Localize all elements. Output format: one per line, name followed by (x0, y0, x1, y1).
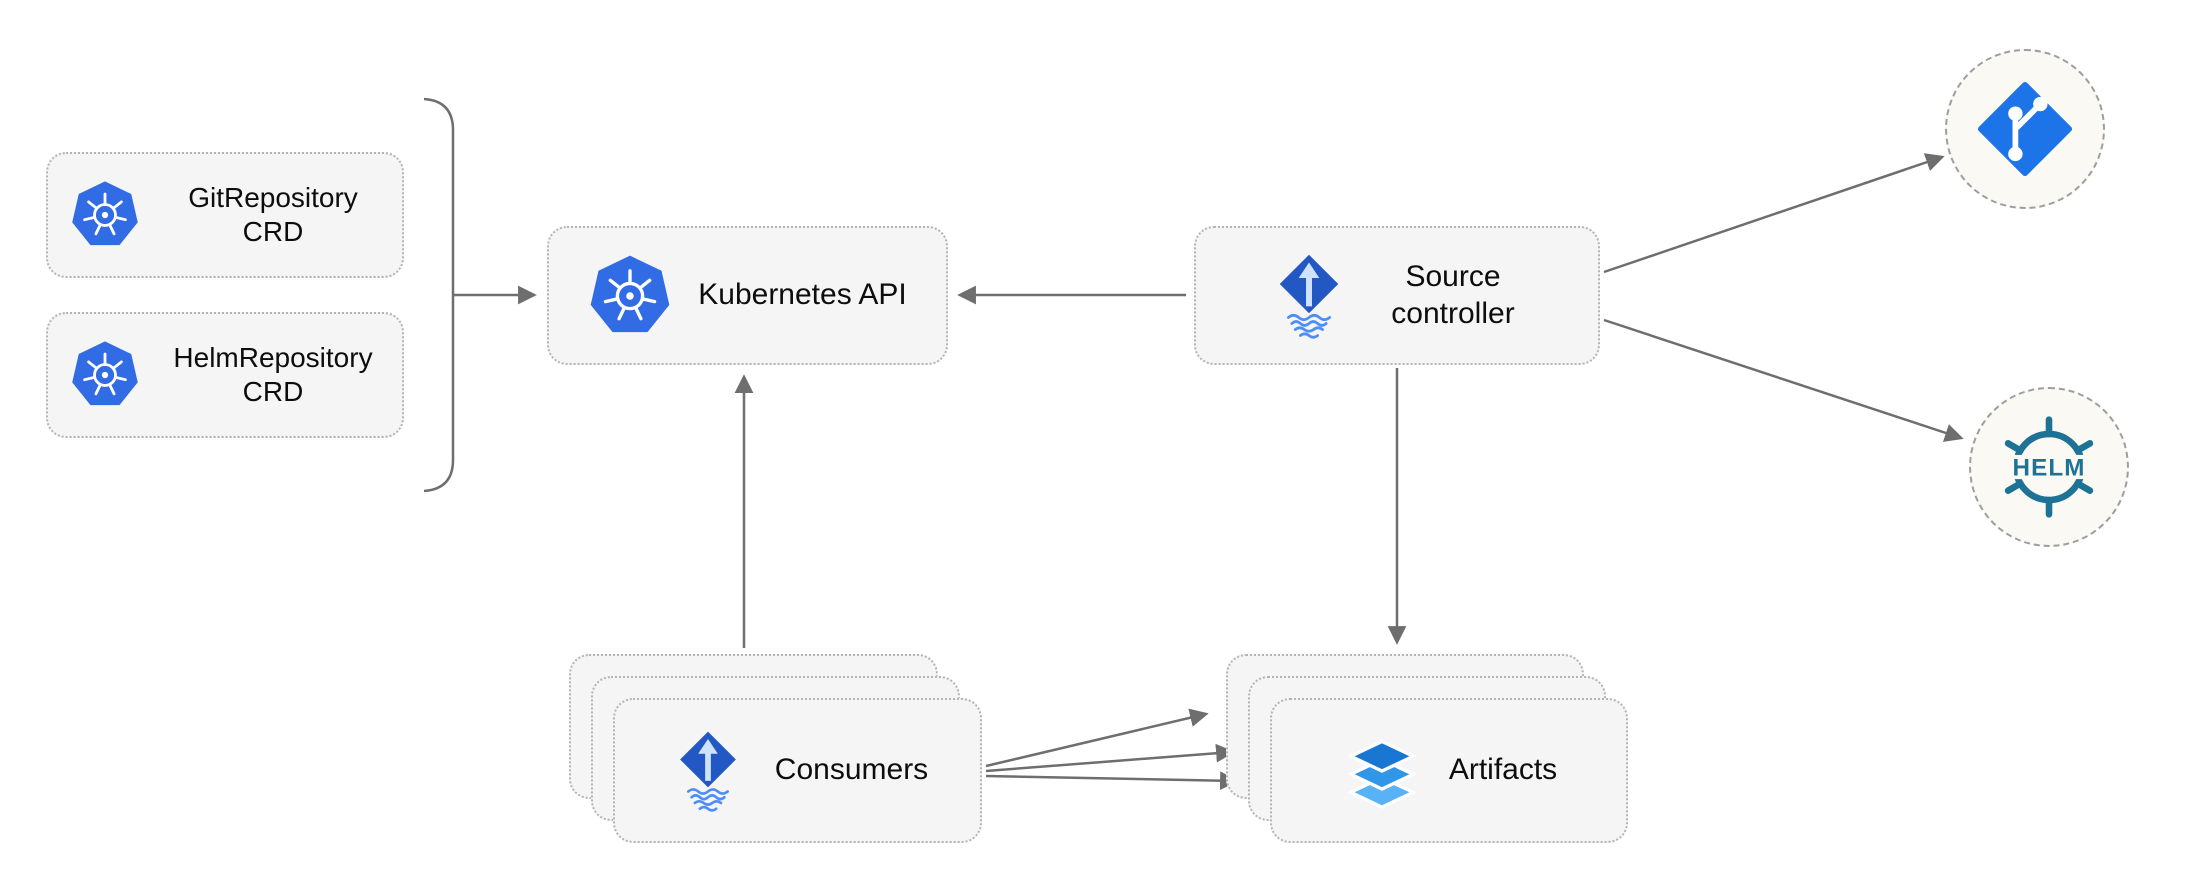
node-gitrepository-crd: GitRepository CRD (46, 152, 404, 278)
layers-icon (1341, 730, 1423, 812)
source-controller-label: Source controller (1391, 259, 1515, 330)
node-consumers-stack: Consumers (569, 654, 982, 843)
helmrepository-crd-label: HelmRepository CRD (173, 341, 373, 407)
crd-group-bracket (423, 97, 455, 493)
kubernetes-icon (70, 180, 140, 250)
arrow-consumers-to-artifacts-2 (985, 743, 1235, 773)
kubernetes-icon (588, 254, 672, 338)
gitrepository-crd-label: GitRepository CRD (188, 181, 358, 247)
consumers-label: Consumers (774, 753, 929, 787)
arrow-consumers-to-artifacts-3 (985, 771, 1239, 791)
node-source-controller: Source controller (1194, 226, 1600, 365)
arrow-source-controller-to-helm-remote (1603, 318, 1964, 442)
kubernetes-icon (70, 340, 140, 410)
node-artifacts: Artifacts (1270, 698, 1628, 843)
kubernetes-api-label: Kubernetes API (698, 278, 907, 312)
git-icon (1977, 81, 2073, 177)
node-helm-remote (1969, 387, 2129, 547)
artifacts-label: Artifacts (1448, 753, 1558, 787)
helm-icon (1983, 412, 2115, 522)
arrow-source-controller-to-git-remote (1603, 153, 1945, 274)
flux-icon (1266, 253, 1352, 339)
node-artifacts-stack: Artifacts (1226, 654, 1628, 843)
node-consumers: Consumers (613, 698, 982, 843)
node-kubernetes-api: Kubernetes API (547, 226, 948, 365)
flux-icon (667, 730, 749, 812)
arrow-consumers-to-artifacts-1 (985, 708, 1209, 768)
node-helmrepository-crd: HelmRepository CRD (46, 312, 404, 438)
node-git-remote (1945, 49, 2105, 209)
